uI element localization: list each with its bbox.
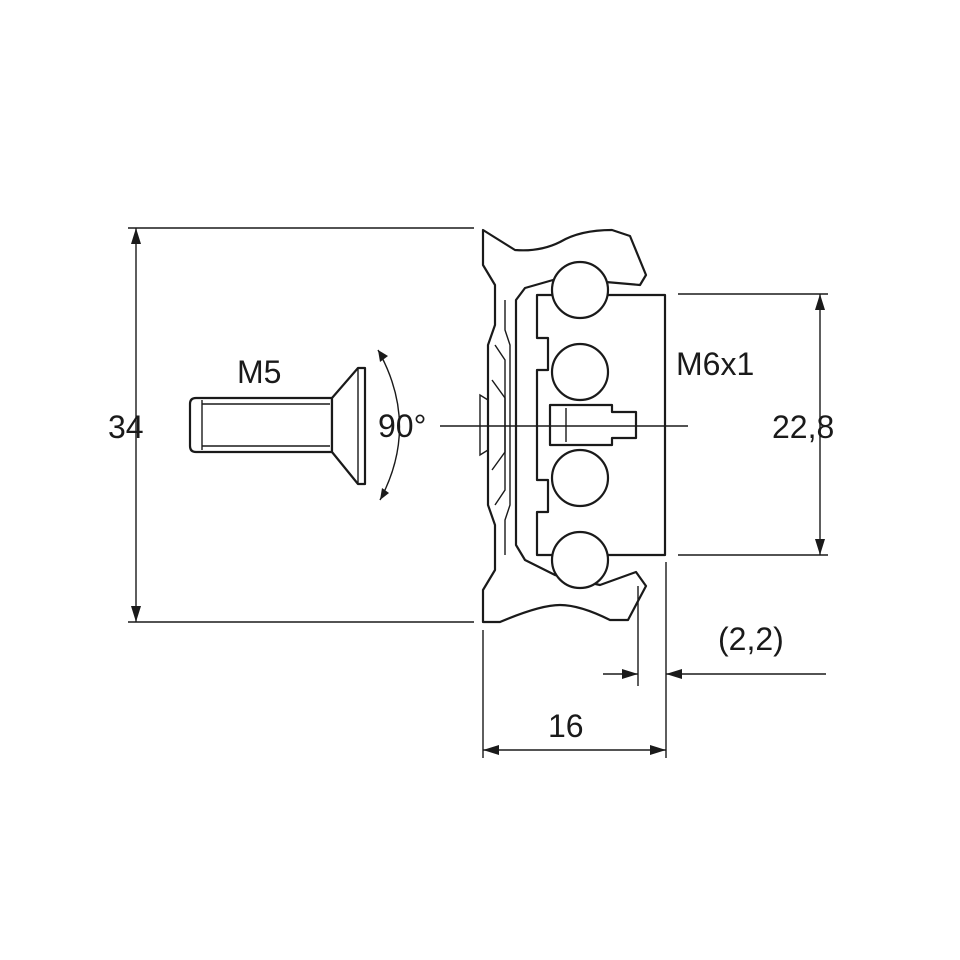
countersink-pocket bbox=[479, 393, 489, 457]
angle-dimension bbox=[377, 349, 401, 501]
label-overall-height: 34 bbox=[108, 409, 144, 445]
arrow-22-8-bottom bbox=[815, 539, 825, 555]
countersunk-screw bbox=[188, 366, 367, 486]
screw-shank bbox=[188, 396, 334, 454]
label-nut-thread: M6x1 bbox=[676, 346, 754, 382]
balls bbox=[550, 260, 610, 590]
arrow-34-top bbox=[131, 228, 141, 244]
ball-4 bbox=[550, 530, 610, 590]
dimension-overall-height bbox=[128, 227, 474, 623]
arrow-16-left bbox=[483, 745, 499, 755]
dimension-offset bbox=[603, 586, 826, 686]
label-width: 16 bbox=[548, 708, 584, 744]
arrow-16-right bbox=[650, 745, 666, 755]
nut-insert bbox=[548, 403, 638, 447]
rail-inner-groove bbox=[504, 300, 511, 555]
angle-arc bbox=[377, 349, 401, 501]
arrow-offset-left bbox=[622, 669, 638, 679]
ball-2 bbox=[550, 342, 610, 402]
dimension-width bbox=[482, 562, 667, 758]
angle-arrow-bottom bbox=[380, 488, 389, 500]
label-screw-thread: M5 bbox=[237, 354, 281, 390]
ball-3 bbox=[550, 448, 610, 508]
label-offset: (2,2) bbox=[718, 621, 784, 657]
screw-head bbox=[330, 366, 367, 486]
countersink-cone bbox=[491, 379, 506, 471]
arrow-offset-right bbox=[666, 669, 682, 679]
label-countersink-angle: 90° bbox=[378, 408, 426, 444]
ball-1 bbox=[550, 260, 610, 320]
label-ball-span: 22,8 bbox=[772, 409, 834, 445]
dimension-ball-span bbox=[678, 293, 828, 556]
arrow-34-bottom bbox=[131, 606, 141, 622]
arrow-22-8-top bbox=[815, 294, 825, 310]
slider-block bbox=[535, 293, 667, 557]
angle-arrow-top bbox=[378, 350, 388, 362]
